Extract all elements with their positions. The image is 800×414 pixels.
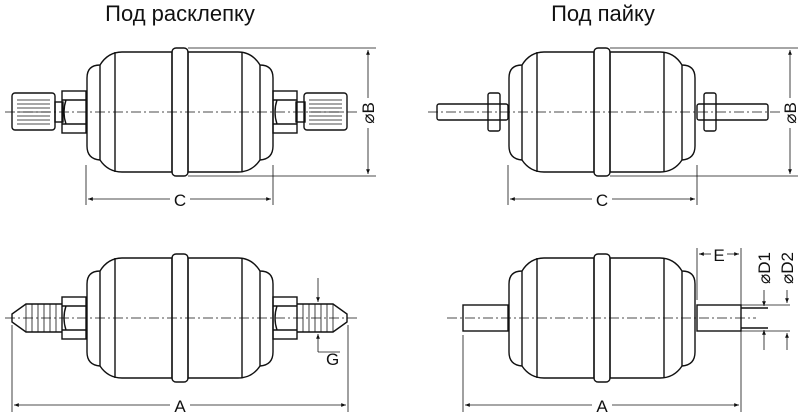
dimension-B-label: ⌀B [359,102,378,124]
dimension-E-label: E [713,246,724,265]
dimension-D1-label: ⌀D1 [755,252,774,284]
flare-filter-side-view: G A [5,253,360,414]
dimension-A-label: A [174,397,186,414]
title-solder: Под пайку [551,1,655,26]
dimension-C-label-solder: C [596,191,608,210]
dimension-C-label: C [174,191,186,210]
dimension-B-label-solder: ⌀B [781,102,800,124]
dimension-A-label-solder: A [596,397,608,414]
title-flare: Под расклепку [105,1,255,26]
flare-filter-top-view: ⌀B C [5,47,378,210]
solder-filter-side-view: ⌀D1 ⌀D2 E A [447,246,797,414]
dimension-G-label: G [326,350,339,369]
dimension-D2-label: ⌀D2 [778,252,797,284]
solder-filter-top-view: ⌀B C [428,47,800,210]
